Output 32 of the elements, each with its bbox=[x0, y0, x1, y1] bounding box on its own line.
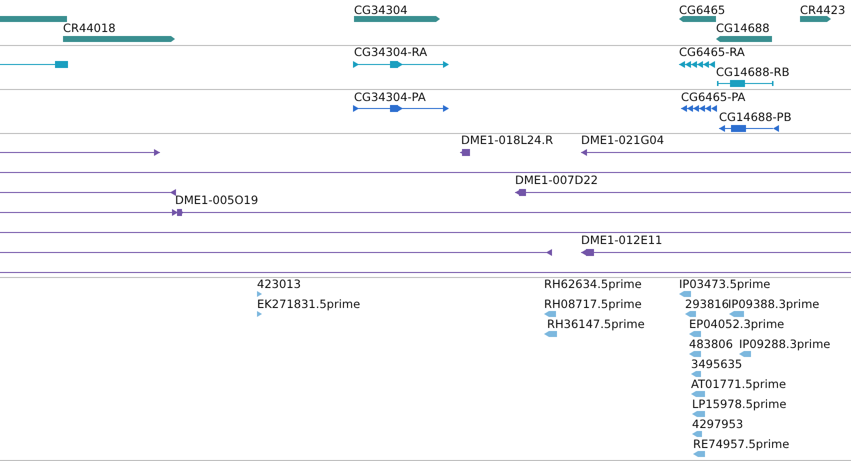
feature-label: CG14688 bbox=[716, 22, 770, 35]
feature-label: 3495635 bbox=[691, 358, 742, 371]
feature-label: CG34304 bbox=[354, 4, 408, 17]
feature-label: CG34304-PA bbox=[354, 91, 426, 104]
feature-label: 423013 bbox=[257, 278, 301, 291]
feature-label: 4297953 bbox=[692, 418, 744, 431]
feature-label: 483806 bbox=[689, 338, 733, 351]
feature-label: DME1-012E11 bbox=[581, 234, 662, 247]
feature-label: CG6465 bbox=[679, 4, 726, 17]
feature-label: EP04052.3prime bbox=[689, 318, 784, 331]
feature-label: EK271831.5prime bbox=[257, 298, 360, 311]
feature-label: DME1-018L24.R bbox=[461, 134, 554, 147]
feature-label: CG14688-PB bbox=[719, 111, 792, 124]
feature-label: CG14688-RB bbox=[716, 66, 790, 79]
feature-label: CG6465-PA bbox=[681, 91, 746, 104]
feature-label: RE74957.5prime bbox=[693, 438, 790, 451]
feature-label: LP15978.5prime bbox=[692, 398, 786, 411]
feature-label: CR4423 bbox=[800, 4, 846, 17]
feature-label: RH62634.5prime bbox=[544, 278, 642, 291]
feature-label: DME1-007D22 bbox=[515, 174, 598, 187]
feature-label: IP03473.5prime bbox=[679, 278, 770, 291]
feature-label: IP09388.3prime bbox=[728, 298, 820, 311]
feature-label: DME1-005O19 bbox=[175, 194, 258, 207]
feature-label: AT01771.5prime bbox=[691, 378, 786, 391]
feature-label: DME1-021G04 bbox=[581, 134, 664, 147]
feature-label: 293816 bbox=[685, 298, 729, 311]
feature-label: CG6465-RA bbox=[679, 46, 745, 59]
feature-label: CG34304-RA bbox=[354, 46, 428, 59]
feature-label: CR44018 bbox=[63, 22, 116, 35]
feature-label: RH08717.5prime bbox=[544, 298, 642, 311]
feature-label: RH36147.5prime bbox=[547, 318, 645, 331]
feature-label: IP09288.3prime bbox=[739, 338, 830, 351]
